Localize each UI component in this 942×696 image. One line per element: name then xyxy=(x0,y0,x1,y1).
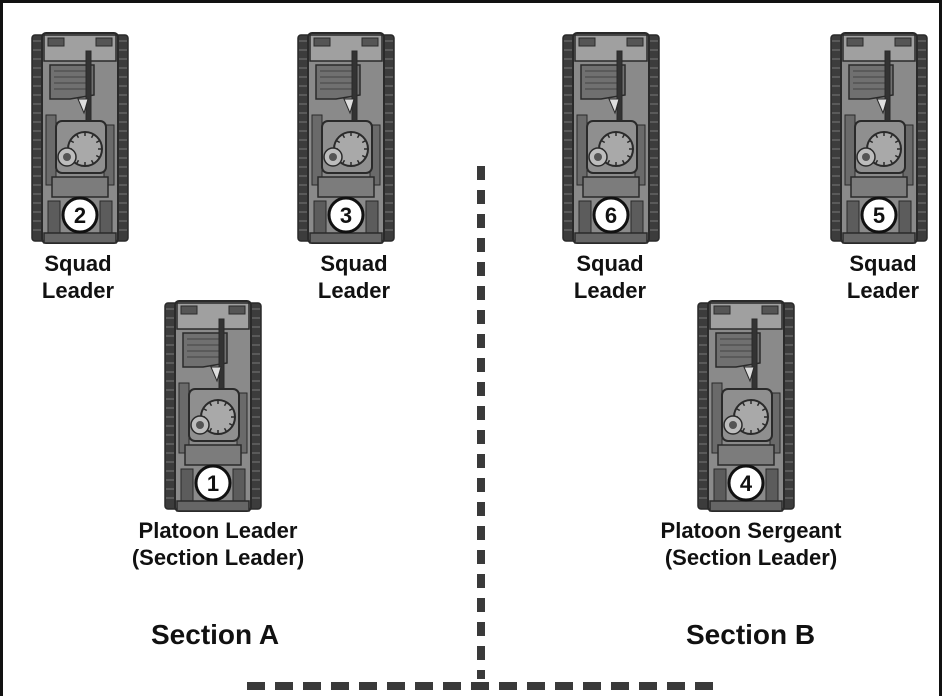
section-b-label: Section B xyxy=(686,619,816,650)
section-a-label: Section A xyxy=(151,619,280,650)
label-line-2: Leader xyxy=(41,278,115,303)
vehicle-number: 5 xyxy=(873,203,885,228)
bradley-vehicle-icon: 4 xyxy=(697,300,795,512)
label-line-1: Platoon Sergeant xyxy=(660,518,842,543)
vehicle-2-label: Squad Leader xyxy=(3,250,153,304)
vehicle-3-label: Squad Leader xyxy=(279,250,429,304)
label-line-2: (Section Leader) xyxy=(131,545,305,570)
bradley-vehicle-icon: 2 xyxy=(31,32,129,244)
vehicle-4: 4 xyxy=(696,297,796,515)
vehicle-1-label: Platoon Leader (Section Leader) xyxy=(98,517,338,571)
label-line-1: Squad xyxy=(44,251,112,276)
label-line-1: Squad xyxy=(576,251,644,276)
vehicle-number: 4 xyxy=(740,471,753,496)
vehicle-1: 1 xyxy=(163,297,263,515)
label-line-2: Leader xyxy=(317,278,391,303)
bradley-vehicle-icon: 6 xyxy=(562,32,660,244)
vehicle-2: 2 xyxy=(30,29,130,247)
vehicle-5: 5 xyxy=(829,29,929,247)
vehicle-4-label: Platoon Sergeant (Section Leader) xyxy=(621,517,881,571)
label-line-2: Leader xyxy=(846,278,920,303)
label-line-1: Squad xyxy=(849,251,917,276)
section-divider xyxy=(247,166,717,690)
label-line-1: Squad xyxy=(320,251,388,276)
vehicle-number: 3 xyxy=(340,203,352,228)
bradley-vehicle-icon: 3 xyxy=(297,32,395,244)
vehicle-number: 1 xyxy=(207,471,219,496)
vehicle-number: 6 xyxy=(605,203,617,228)
label-line-2: (Section Leader) xyxy=(664,545,838,570)
vehicle-number: 2 xyxy=(74,203,86,228)
vehicle-3: 3 xyxy=(296,29,396,247)
label-line-2: Leader xyxy=(573,278,647,303)
label-line-1: Platoon Leader xyxy=(138,518,298,543)
vehicle-6-label: Squad Leader xyxy=(535,250,685,304)
vehicle-6: 6 xyxy=(561,29,661,247)
vehicle-5-label: Squad Leader xyxy=(823,250,939,304)
bradley-vehicle-icon: 1 xyxy=(164,300,262,512)
bradley-vehicle-icon: 5 xyxy=(830,32,928,244)
